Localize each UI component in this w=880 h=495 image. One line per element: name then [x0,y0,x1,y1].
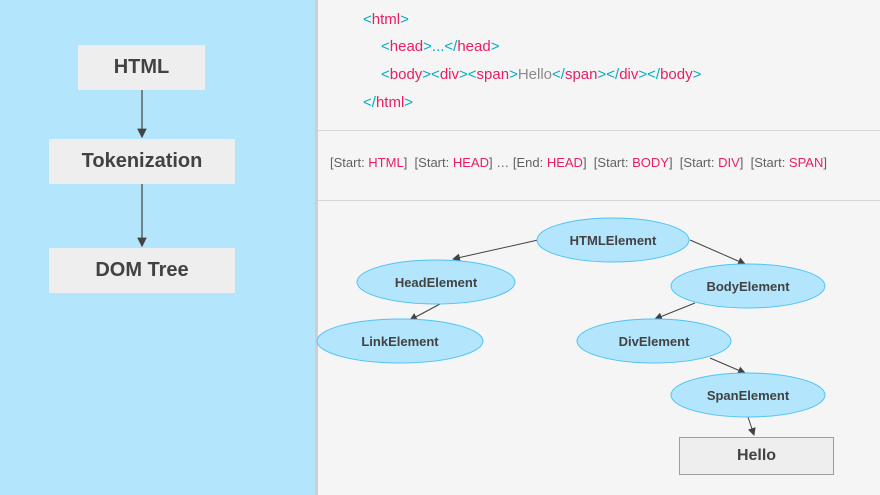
pipeline-arrows [137,90,147,248]
token-start-span: [Start: SPAN] [750,155,827,170]
node-text-hello: Hello [679,437,834,475]
edge-div-span [709,357,746,374]
step-html: HTML [78,45,205,90]
svg-text:HTMLElement: HTMLElement [570,233,657,248]
token-stream: [Start: HTML] [Start: HEAD] … [End: HEAD… [330,155,827,170]
code-line-4: </html> [363,94,414,111]
edge-head-link [409,303,441,321]
edge-html-head [452,239,539,262]
edge-html-body [689,239,746,265]
token-ellipsis: … [496,155,510,170]
token-end-head: [End: HEAD] [512,155,587,170]
token-start-body: [Start: BODY] [593,155,673,170]
svg-text:DivElement: DivElement [619,334,690,349]
node-head-element: HeadElement [356,259,516,305]
panel-divider [315,0,318,495]
section-separator-1 [318,130,880,131]
code-line-2: <head>...</head> [381,38,500,55]
svg-text:BodyElement: BodyElement [706,279,790,294]
node-link-element: LinkElement [316,318,484,364]
node-span-element: SpanElement [670,372,826,418]
svg-text:HeadElement: HeadElement [395,275,478,290]
section-separator-2 [318,200,880,201]
token-start-div: [Start: DIV] [679,155,744,170]
svg-text:SpanElement: SpanElement [707,388,790,403]
token-start-head: [Start: HEAD] [414,155,493,170]
code-line-3: <body><div><span>Hello</span></div></bod… [381,66,702,83]
node-body-element: BodyElement [670,263,826,309]
svg-text:LinkElement: LinkElement [361,334,439,349]
edge-span-text [747,416,756,436]
step-dom-tree: DOM Tree [49,248,235,293]
step-tokenization: Tokenization [49,139,235,184]
code-line-1: <html> [363,11,409,28]
node-html-element: HTMLElement [536,217,690,263]
edge-body-div [654,302,696,321]
token-start-html: [Start: HTML] [330,155,408,170]
node-div-element: DivElement [576,318,732,364]
